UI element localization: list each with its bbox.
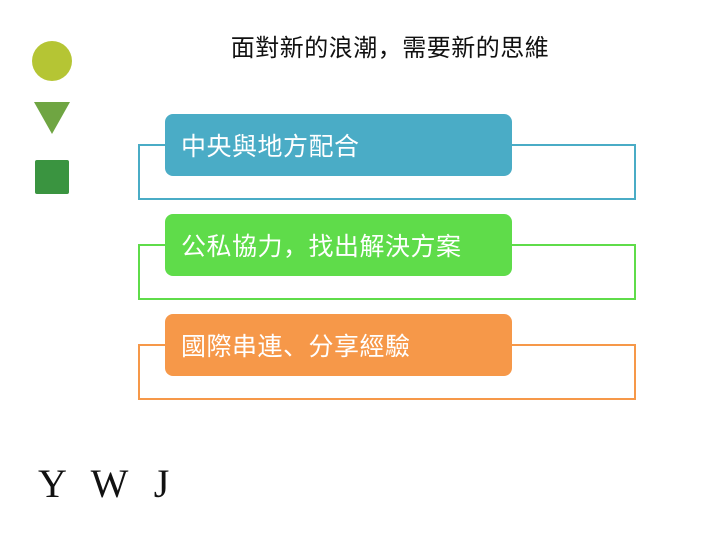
square-bullet-icon bbox=[35, 160, 69, 194]
item-label-text-3: 國際串連、分享經驗 bbox=[181, 332, 411, 361]
circle-bullet-icon bbox=[32, 41, 72, 81]
item-label-2: 公私協力，找出解決方案 bbox=[165, 214, 512, 276]
item-label-text-1: 中央與地方配合 bbox=[181, 132, 360, 161]
slide-title: 面對新的浪潮，需要新的思維 bbox=[230, 34, 550, 62]
item-label-3: 國際串連、分享經驗 bbox=[165, 314, 512, 376]
item-label-1: 中央與地方配合 bbox=[165, 114, 512, 176]
author-signature: Y W J bbox=[38, 461, 178, 506]
triangle-bullet-icon bbox=[34, 102, 70, 134]
item-label-text-2: 公私協力，找出解決方案 bbox=[181, 232, 462, 261]
